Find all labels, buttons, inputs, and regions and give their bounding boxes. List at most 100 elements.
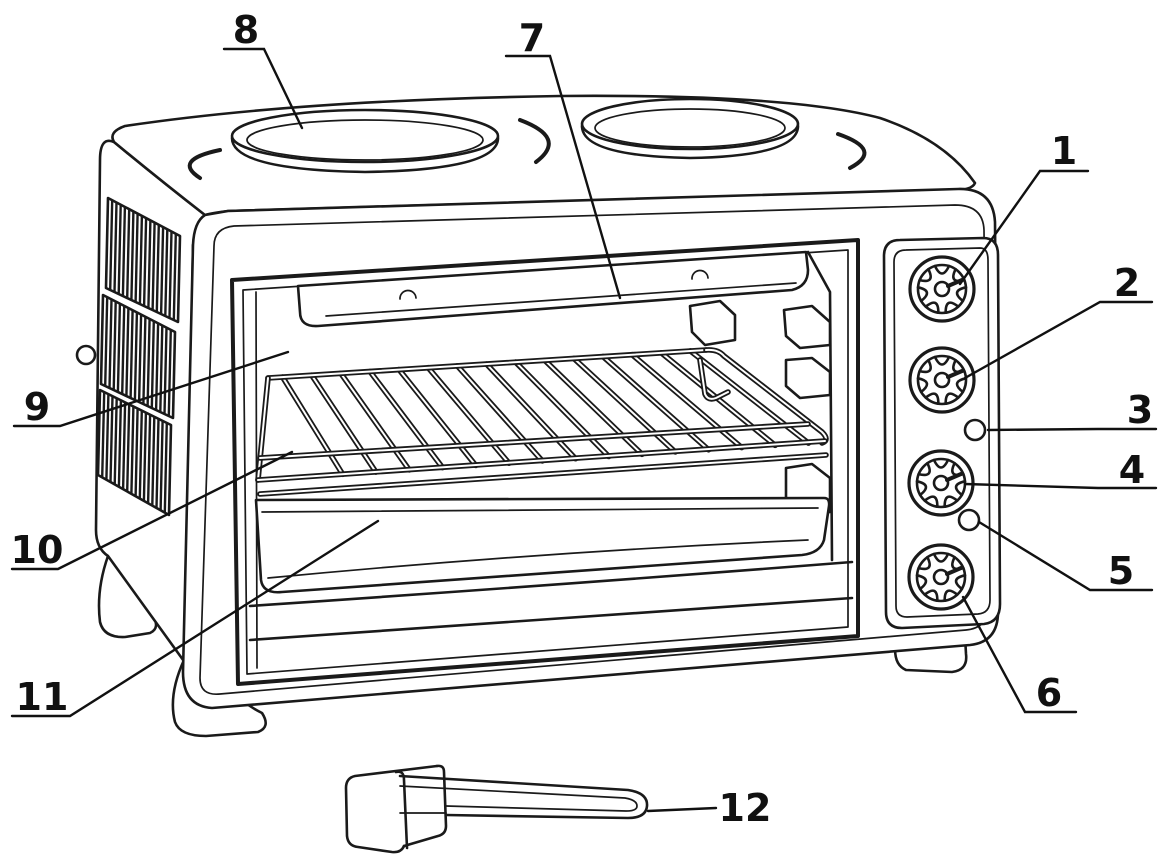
knob-pointer bbox=[945, 566, 963, 576]
rack-wire-highlight bbox=[514, 361, 610, 458]
callout-label-3: 3 bbox=[1127, 388, 1153, 432]
side-vent-slat bbox=[126, 404, 131, 492]
side-vent-slat bbox=[104, 297, 109, 387]
side-vent-slat bbox=[151, 222, 156, 311]
callout-label-8: 8 bbox=[233, 8, 259, 52]
side-vent-slat bbox=[121, 402, 127, 490]
side-vent-slat bbox=[117, 400, 123, 487]
side-vent-slat bbox=[150, 321, 155, 409]
knob-petal bbox=[918, 358, 932, 374]
side-vent-slat bbox=[137, 314, 143, 403]
leader-line-10 bbox=[10, 450, 294, 571]
knob-center bbox=[932, 568, 950, 586]
control-knob-3 bbox=[907, 449, 975, 517]
side-vent-slat bbox=[163, 327, 168, 415]
control-panel-inner bbox=[893, 247, 991, 618]
side-vent-slat bbox=[113, 202, 118, 293]
tray-handle-clip-right bbox=[402, 764, 448, 848]
callout-label-12: 12 bbox=[719, 786, 772, 830]
rack-back-rail-highlight bbox=[267, 349, 707, 379]
rack-wires bbox=[279, 348, 812, 478]
rack-front-rail-highlight bbox=[257, 440, 826, 481]
side-vent-slat bbox=[113, 398, 118, 485]
rack-wire-highlight bbox=[543, 359, 643, 456]
tray-handle-loop-inner bbox=[399, 785, 638, 812]
knob-petal bbox=[943, 589, 959, 603]
rack-left-rail-highlight bbox=[257, 377, 269, 481]
knob-petal bbox=[915, 573, 928, 591]
knob-petal bbox=[923, 495, 939, 509]
door-lower-band-bottom bbox=[248, 596, 854, 642]
rack-hook-highlight bbox=[699, 359, 729, 400]
side-vent-slat bbox=[167, 329, 172, 417]
knob-pointer bbox=[946, 278, 964, 288]
baking-tray-bottom-edge bbox=[267, 539, 809, 579]
tray-handle bbox=[344, 764, 649, 854]
rack-wire-highlight bbox=[602, 355, 710, 451]
side-vent-slat bbox=[121, 206, 127, 297]
rack-wire-highlight bbox=[281, 376, 344, 476]
knob-petal bbox=[933, 264, 951, 275]
side-vent-slat bbox=[172, 233, 177, 321]
rack-wire-highlight bbox=[427, 366, 510, 465]
knob-petal bbox=[917, 461, 931, 477]
side-vent-slat bbox=[130, 406, 135, 494]
interior-right-wall bbox=[806, 250, 834, 562]
knob-petal bbox=[944, 301, 960, 315]
rack-support-back bbox=[688, 299, 737, 347]
leader-line-7 bbox=[504, 54, 622, 300]
grill-plate-body bbox=[296, 250, 810, 328]
knob-petal bbox=[916, 285, 929, 303]
knob-petal bbox=[924, 392, 940, 406]
right-hotplate-inner bbox=[594, 108, 786, 148]
left-hotplate-top bbox=[230, 108, 500, 164]
leader-line-6 bbox=[961, 595, 1078, 714]
side-vent-slat bbox=[129, 310, 134, 399]
callout-label-7: 7 bbox=[519, 16, 545, 60]
side-vent-slat bbox=[108, 299, 113, 389]
knob-grip bbox=[915, 551, 967, 603]
rack-wire-highlight bbox=[631, 353, 743, 449]
knob-petal bbox=[917, 555, 931, 571]
side-vent-slat bbox=[146, 318, 151, 407]
side-vent-slat bbox=[126, 209, 131, 299]
knob-petal bbox=[915, 479, 928, 497]
side-vent-slat bbox=[138, 215, 144, 305]
right-hotplate bbox=[580, 97, 800, 160]
side-vent-slat bbox=[142, 218, 148, 307]
side-vent-slat bbox=[146, 414, 152, 504]
grill-plate-bump-left bbox=[399, 289, 417, 300]
callout-label-11: 11 bbox=[16, 675, 69, 719]
rack-wire-highlight bbox=[339, 372, 411, 471]
knob-petal bbox=[923, 589, 939, 603]
hotplate-trim-left bbox=[187, 148, 222, 180]
left-hotplate bbox=[230, 108, 500, 174]
knob-petal bbox=[944, 392, 960, 406]
side-vent-slat bbox=[159, 420, 164, 511]
knob-petal bbox=[924, 301, 940, 315]
side-bump bbox=[75, 344, 97, 366]
indicator-light-lower bbox=[957, 508, 981, 532]
callout-label-10: 10 bbox=[11, 528, 64, 572]
side-vent-slat bbox=[125, 308, 130, 397]
leader-line-8 bbox=[222, 47, 304, 130]
rack-wire-highlight bbox=[369, 370, 444, 469]
side-vent-slat bbox=[142, 316, 147, 405]
side-vent-slat bbox=[151, 416, 156, 506]
knob-grip bbox=[916, 354, 968, 406]
leader-line-4 bbox=[963, 482, 1158, 490]
knob-petal bbox=[933, 355, 951, 366]
side-vent-slat bbox=[117, 204, 122, 295]
side-vent-slat bbox=[138, 410, 143, 499]
leader-line-3 bbox=[986, 427, 1158, 432]
knob-petal bbox=[918, 267, 932, 283]
side-vent-slat bbox=[134, 408, 139, 497]
side-vent-slat bbox=[159, 325, 164, 413]
rack-support-middle bbox=[784, 356, 832, 400]
side-vent-slat bbox=[101, 392, 106, 478]
door-lower-band-top bbox=[248, 560, 854, 608]
knob-petal bbox=[954, 573, 967, 591]
side-vent-slat bbox=[130, 211, 135, 301]
grill-plate-bump-right bbox=[691, 269, 709, 280]
